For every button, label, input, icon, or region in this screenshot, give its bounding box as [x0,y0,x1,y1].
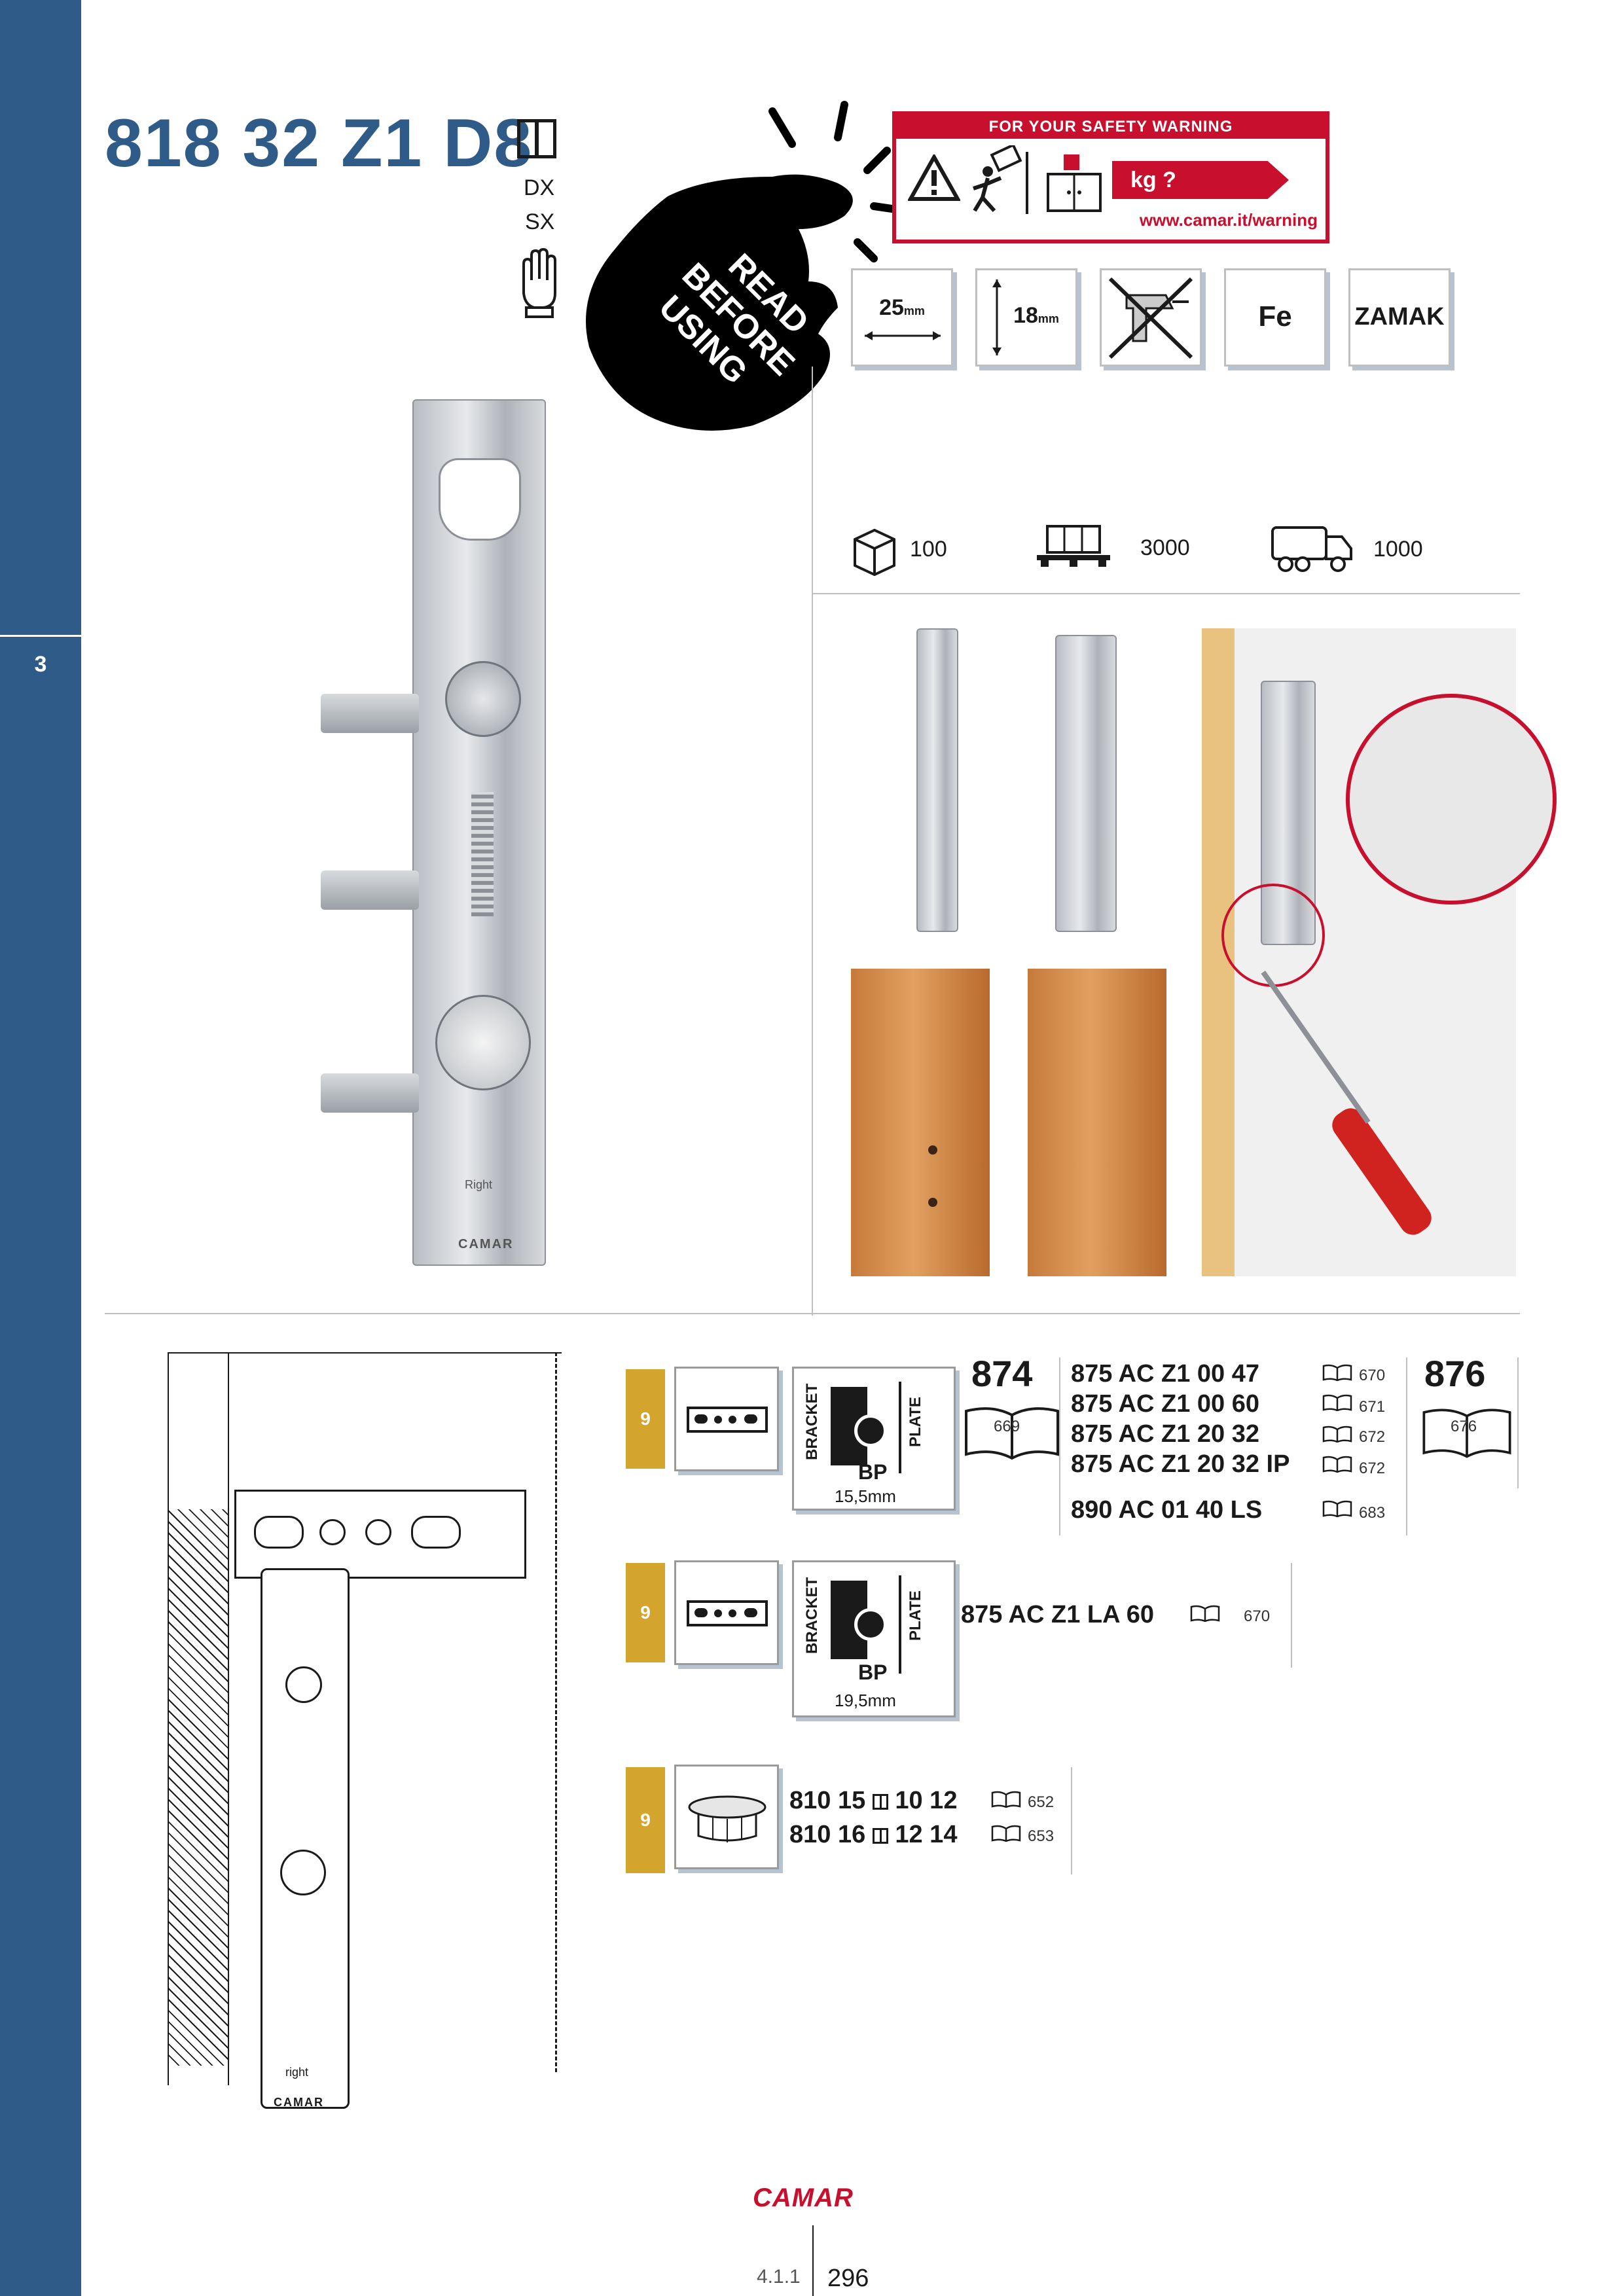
side-view-photo [916,628,958,932]
bp-value: 15,5mm [835,1486,896,1506]
qty-pallet: 3000 [1140,535,1190,560]
page-ref[interactable]: 670 [1359,1367,1386,1384]
technical-drawing: right CAMAR [168,1352,562,2109]
book-icon [1322,1426,1352,1443]
book-icon [1190,1605,1220,1622]
spec-width: 25mm [851,268,953,367]
material-zamak: ZAMAK [1354,303,1445,331]
warning-header: FOR YOUR SAFETY WARNING [896,115,1326,139]
page-number: 296 [827,2265,869,2292]
read-before-using-hand: READ BEFORE USING [586,101,897,431]
falling-cabinet-icon [973,145,1028,214]
book-icon [1322,1364,1352,1381]
part-code: 810 16 12 14 [789,1821,958,1848]
page-ref[interactable]: 653 [1028,1827,1055,1845]
horizontal-divider [105,1313,1520,1314]
cabinet-side-photo-with-holes [851,969,990,1276]
hanging-rail-icon [687,1407,768,1433]
footer-section: 4.1.1 [757,2266,801,2287]
book-icon [965,1407,1059,1460]
part-code: 875 AC Z1 20 32 IP [1071,1450,1290,1478]
part-code: 875 AC Z1 20 32 [1071,1420,1259,1448]
version-sx: SX [525,209,555,234]
pair-icon [872,1794,888,1810]
part-code: 875 AC Z1 00 47 [1071,1360,1259,1388]
spec-material-zamak: ZAMAK [1348,268,1451,367]
page-ref[interactable]: 670 [1244,1607,1271,1625]
page-ref[interactable]: 671 [1359,1398,1386,1416]
product-photo: Right CAMAR [301,386,576,1270]
installation-photo [1202,628,1557,1276]
pair-icon [872,1828,888,1844]
part-code: 875 AC Z1 00 60 [1071,1390,1259,1418]
warning-link[interactable]: www.camar.it/warning [1139,210,1318,230]
section-tab[interactable]: 3 [0,635,81,692]
drawing-brand-mark: CAMAR [274,2096,324,2109]
page-ref[interactable]: 672 [1359,1428,1386,1446]
bp-diagram-tile: BRACKET PLATE BP 15,5mm [792,1367,956,1511]
hanging-rail-icon [687,1600,768,1626]
box-icon [854,528,895,576]
symmetric-pair-icon [517,119,556,158]
horizontal-divider [812,593,1520,594]
cover-cap-icon [688,1795,767,1842]
row-tag: 9 [626,1767,665,1873]
row-tag: 9 [626,1563,665,1662]
pallet-icon [1037,525,1110,567]
hanging-rail-tile[interactable] [674,1367,779,1471]
cabinet-side-photo [1028,969,1166,1276]
version-dx: DX [524,175,555,200]
safety-warning-banner: FOR YOUR SAFETY WARNING kg ? www.camar.i… [892,111,1329,243]
bp-value: 19,5mm [835,1691,896,1710]
book-icon [1322,1500,1352,1517]
truck-icon [1271,526,1352,572]
glove-icon [522,247,556,318]
drawing-right-mark: right [285,2066,309,2079]
warning-triangle-icon [908,154,960,201]
photo-right-mark: Right [465,1178,493,1191]
qty-truck: 1000 [1373,537,1423,562]
kg-question-arrow: kg ? [1112,161,1289,199]
bp-diagram-tile: BRACKET PLATE BP 19,5mm [792,1560,956,1717]
page-ref[interactable]: 652 [1028,1793,1055,1811]
product-code: 818 32 Z1 D8 [105,105,533,181]
spec-thickness: 18mm [975,268,1077,367]
cap-tile[interactable] [674,1765,779,1869]
part-code: 810 15 10 12 [789,1787,958,1814]
sidebar [0,0,81,2296]
ref-876[interactable]: 876 [1424,1353,1486,1394]
page-ref[interactable]: 672 [1359,1460,1386,1477]
footer-brand: CAMAR [753,2183,854,2212]
material-fe: Fe [1258,300,1292,332]
book-icon [1422,1408,1511,1458]
spec-material-fe: Fe [1224,268,1326,367]
hanging-rail-tile[interactable] [674,1560,779,1665]
width-arrow-icon [865,331,941,340]
ref-874[interactable]: 874 [971,1353,1033,1394]
book-icon [1322,1456,1352,1473]
part-code: 875 AC Z1 LA 60 [961,1601,1154,1628]
ref-874-page: 669 [994,1418,1020,1435]
ref-876-page: 676 [1451,1418,1477,1435]
no-drill-icon [1108,277,1193,359]
photo-brand-mark: CAMAR [458,1237,514,1251]
page-ref[interactable]: 683 [1359,1504,1386,1522]
spec-no-drill [1100,268,1202,367]
book-icon [991,1791,1021,1808]
row-tag: 9 [626,1369,665,1469]
qty-box: 100 [910,537,947,562]
book-icon [991,1825,1021,1842]
cabinet-weight-icon [1047,154,1102,212]
thickness-arrow-icon [992,279,1001,355]
book-icon [1322,1394,1352,1411]
part-code: 890 AC 01 40 LS [1071,1496,1263,1524]
front-view-photo [1055,635,1117,932]
vertical-divider [812,367,813,1316]
